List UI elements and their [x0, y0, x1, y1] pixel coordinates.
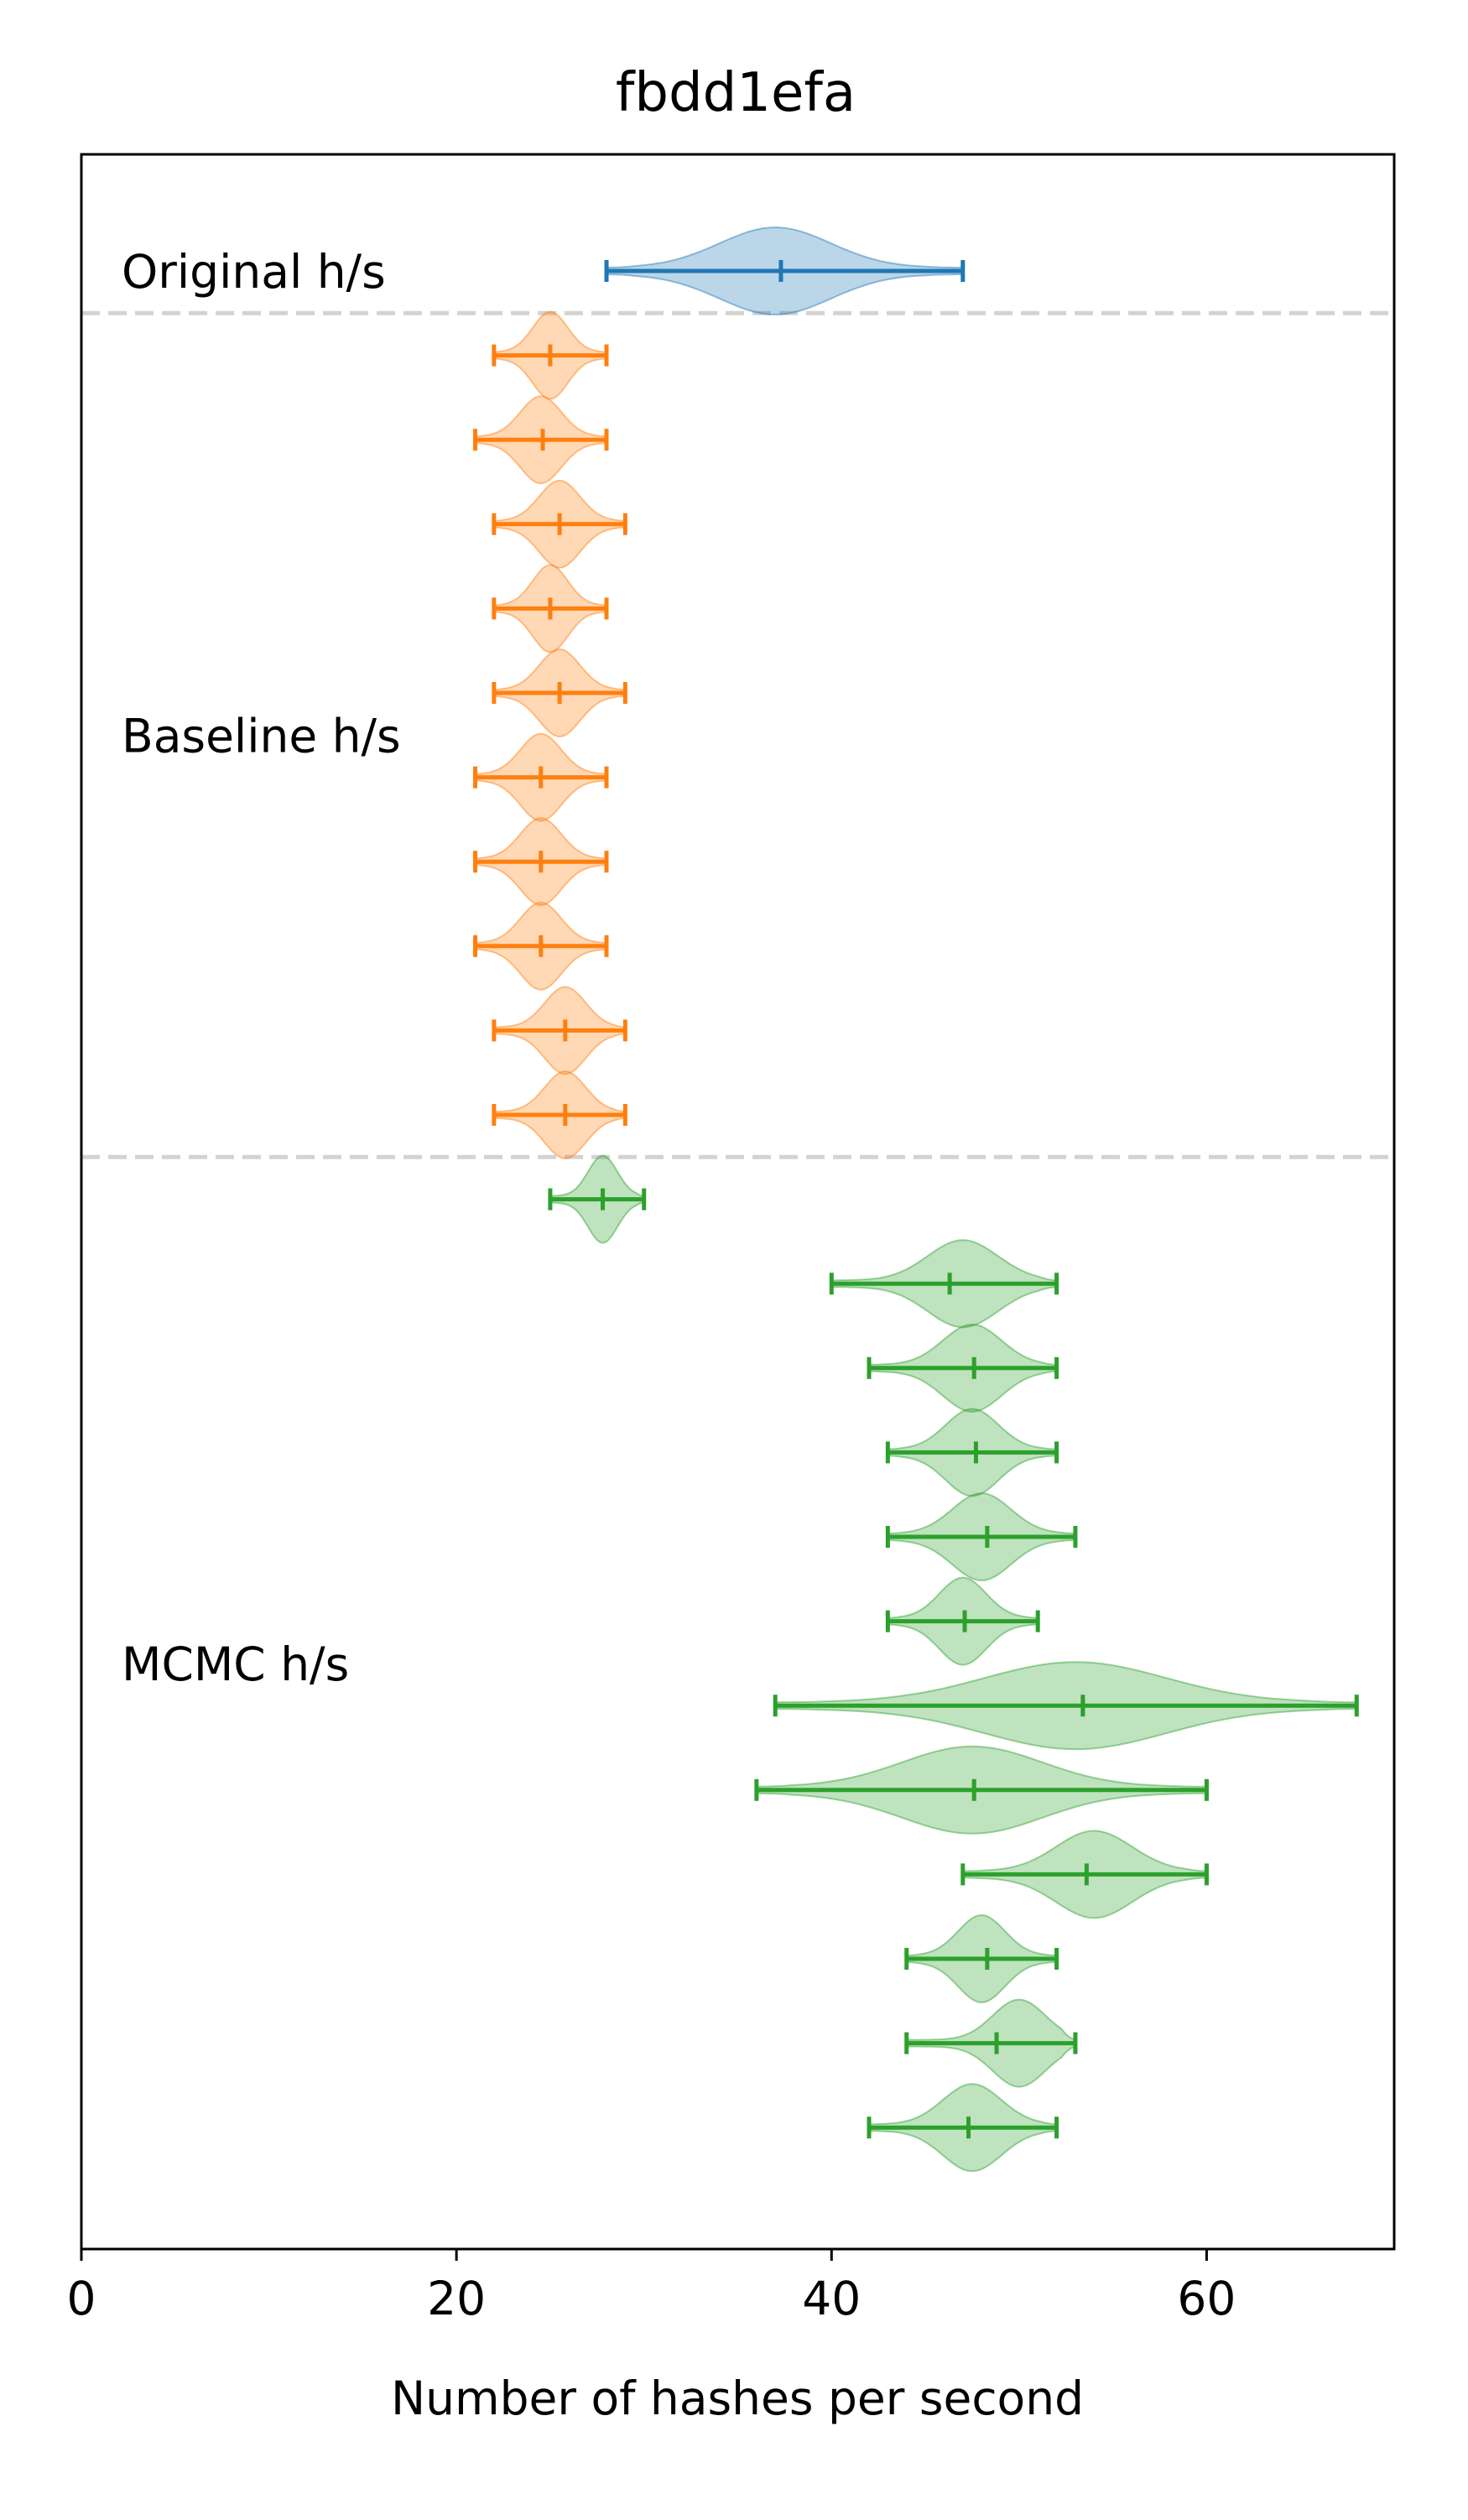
violin-2-9: [492, 986, 627, 1075]
group-label: Original h/s: [122, 245, 386, 299]
x-tick-label: 20: [427, 2272, 486, 2325]
violin-3-12: [867, 2083, 1059, 2173]
plot-area-frame: [80, 153, 1396, 2251]
violin-2-5: [492, 648, 627, 738]
violin-2-8: [473, 901, 609, 991]
group-label: Baseline h/s: [122, 709, 401, 763]
group-separators: [81, 310, 1394, 1159]
violin-3-7: [773, 1661, 1359, 1751]
violin-2-4: [492, 564, 609, 653]
violin-3-3: [867, 1323, 1059, 1413]
violin-3-9: [960, 1830, 1209, 1919]
chart-title: fbdd1efa: [616, 62, 856, 124]
violin-2-10: [492, 1070, 627, 1160]
violin-3-8: [754, 1745, 1209, 1835]
x-tick-label: 60: [1177, 2272, 1236, 2325]
violin-3-2: [829, 1239, 1059, 1329]
violin-2-6: [473, 732, 609, 822]
violin-2-2: [473, 395, 609, 485]
violin-3-11: [904, 1998, 1078, 2088]
violin-2-3: [492, 479, 627, 569]
x-tick-label: 0: [67, 2272, 96, 2325]
group-label: MCMC h/s: [122, 1637, 349, 1691]
violin-3-6: [885, 1576, 1040, 1666]
violin-1-1: [604, 226, 966, 316]
x-tick-label: 40: [802, 2272, 861, 2325]
violin-3-4: [885, 1408, 1059, 1497]
violin-2-7: [473, 817, 609, 907]
violin-3-5: [885, 1492, 1078, 1582]
violin-3-1: [548, 1154, 647, 1244]
x-axis-ticks: 0 20 40 60: [67, 2249, 1236, 2325]
violin-3-10: [904, 1913, 1059, 2004]
x-axis-label: Number of hashes per second: [391, 2372, 1084, 2425]
violin-plots: [473, 226, 1359, 2173]
violin-2-1: [492, 310, 609, 400]
